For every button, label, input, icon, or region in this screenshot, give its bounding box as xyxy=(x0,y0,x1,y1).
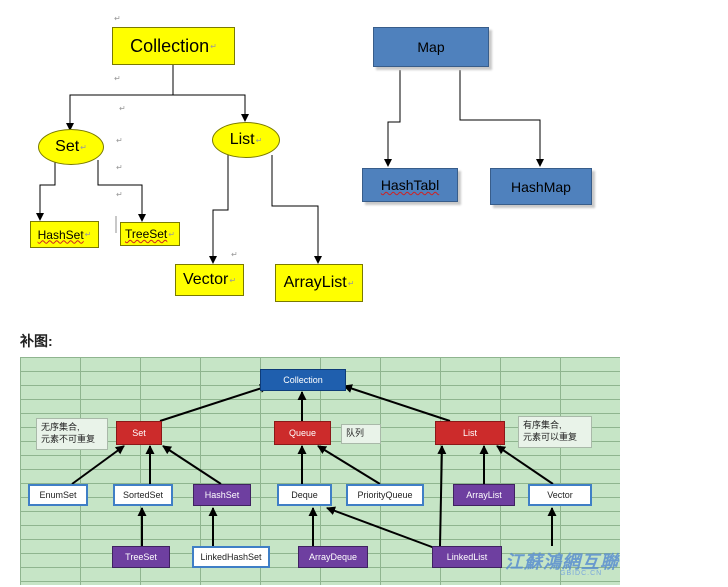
top-diagram-connectors xyxy=(36,65,544,264)
paragraph-mark: ↵ xyxy=(119,104,126,113)
vector-class-node: Vector xyxy=(528,484,592,506)
paragraph-mark: ↵ xyxy=(347,278,355,288)
list-interface-label: List xyxy=(462,428,477,438)
list-note-line1: 有序集合, xyxy=(523,420,562,430)
arraydeque-label: ArrayDeque xyxy=(308,552,358,562)
paragraph-mark: ↵ xyxy=(231,250,238,259)
paragraph-mark: ↵ xyxy=(168,229,175,239)
set-node: Set↵ xyxy=(38,129,104,165)
arraylist-class-label: ArrayList xyxy=(466,490,502,500)
enumset-label: EnumSet xyxy=(39,490,77,500)
arraylist-label: ArrayList xyxy=(283,274,347,291)
hashset-class-label: HashSet xyxy=(204,490,240,500)
paragraph-mark: ↵ xyxy=(84,230,92,239)
paragraph-mark: ↵ xyxy=(116,190,123,199)
linkedhashset-node: LinkedHashSet xyxy=(192,546,270,568)
section-title: 补图: xyxy=(20,333,53,349)
hashset-node: HashSet↵ xyxy=(30,221,99,248)
collection-root-label: Collection xyxy=(283,375,323,385)
arraydeque-node: ArrayDeque xyxy=(298,546,368,568)
set-interface-label: Set xyxy=(132,428,146,438)
collection-label: Collection xyxy=(130,35,210,56)
treeset-class-node: TreeSet xyxy=(112,546,170,568)
set-note-line2: 元素不可重复 xyxy=(41,434,96,444)
paragraph-mark: ↵ xyxy=(114,74,121,83)
vector-label: Vector xyxy=(182,271,229,288)
hashtabl-label: HashTabl xyxy=(380,177,440,193)
paragraph-mark: ↵ xyxy=(210,41,217,51)
treeset-node: TreeSet↵ xyxy=(120,222,180,246)
collection-node: Collection↵ xyxy=(112,27,235,65)
queue-note-text: 队列 xyxy=(346,428,365,438)
paragraph-mark: ↵ xyxy=(116,136,123,145)
hashset-label: HashSet xyxy=(37,227,84,242)
map-label: Map xyxy=(417,39,445,55)
paragraph-mark: ↵ xyxy=(255,135,263,145)
list-label: List xyxy=(229,131,255,148)
paragraph-mark: ↵ xyxy=(116,163,123,172)
watermark-logo: 江蘇鴻網互聯 xyxy=(505,552,619,572)
paragraph-mark: ↵ xyxy=(114,14,121,23)
set-note-line1: 无序集合, xyxy=(41,422,80,432)
set-interface-node: Set xyxy=(116,421,162,445)
linkedhashset-label: LinkedHashSet xyxy=(200,552,262,562)
deque-label: Deque xyxy=(291,490,318,500)
hashmap-label: HashMap xyxy=(511,178,571,195)
arraylist-class-node: ArrayList xyxy=(453,484,515,506)
watermark-sub: GBIDC.CN xyxy=(560,570,603,577)
arraylist-node: ArrayList↵ xyxy=(275,264,363,302)
hashmap-node: HashMap xyxy=(490,168,592,205)
deque-node: Deque xyxy=(277,484,332,506)
paragraph-mark: ↵ xyxy=(229,275,237,285)
vector-class-label: Vector xyxy=(547,490,573,500)
treeset-label: TreeSet xyxy=(125,227,168,241)
queue-note: 队列 xyxy=(341,424,381,444)
set-label: Set xyxy=(55,138,80,155)
map-node: Map xyxy=(373,27,489,67)
treeset-class-label: TreeSet xyxy=(125,552,157,562)
sortedset-node: SortedSet xyxy=(113,484,173,506)
paragraph-mark: ↵ xyxy=(80,142,87,152)
priorityqueue-node: PriorityQueue xyxy=(346,484,424,506)
priorityqueue-label: PriorityQueue xyxy=(357,490,413,500)
sortedset-label: SortedSet xyxy=(122,490,164,500)
enumset-node: EnumSet xyxy=(28,484,88,506)
queue-interface-node: Queue xyxy=(274,421,331,445)
hashtabl-node: HashTabl xyxy=(362,168,458,202)
linkedlist-node: LinkedList xyxy=(432,546,502,568)
vector-node: Vector↵ xyxy=(175,264,244,296)
hashset-class-node: HashSet xyxy=(193,484,251,506)
list-node: List↵ xyxy=(212,122,280,158)
set-note: 无序集合, 元素不可重复 xyxy=(36,418,108,450)
list-note: 有序集合, 元素可以重复 xyxy=(518,416,592,448)
list-interface-node: List xyxy=(435,421,505,445)
queue-interface-label: Queue xyxy=(288,428,317,438)
list-note-line2: 元素可以重复 xyxy=(523,432,578,442)
linkedlist-label: LinkedList xyxy=(446,552,488,562)
collection-root-node: Collection xyxy=(260,369,346,391)
